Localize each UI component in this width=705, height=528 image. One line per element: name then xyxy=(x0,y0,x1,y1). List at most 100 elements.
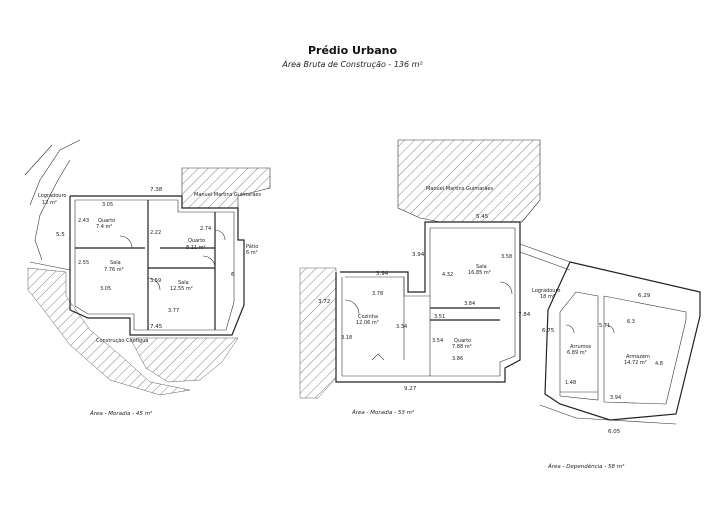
dimension-label: 3.78 xyxy=(372,291,383,297)
dimension-label: 7.45 xyxy=(150,324,163,330)
outer-wall xyxy=(544,261,701,421)
dimension-label: 5.45 xyxy=(476,214,489,220)
neighbor-hatch-area xyxy=(397,139,541,223)
dimension-label: 3.77 xyxy=(168,308,179,314)
page-title: Prédio Urbano xyxy=(307,44,398,57)
room-label: Sala xyxy=(178,280,189,286)
boundary-line xyxy=(539,404,577,419)
dimension-label: 7.84 xyxy=(518,312,531,318)
connection-line xyxy=(519,251,571,271)
dimension-label: 6.05 xyxy=(608,429,621,435)
room-area: 7.76 m² xyxy=(104,267,124,273)
room-label: Logradouro xyxy=(532,288,560,294)
dimension-label: 2.74 xyxy=(200,226,211,232)
room-area: 18 m² xyxy=(540,294,555,300)
room-label: Quarto xyxy=(188,238,205,244)
room-label: Construção Contígua xyxy=(96,337,148,344)
neighbor-label: Manuel Martins Guimarães xyxy=(426,186,493,192)
dimension-label: 2.22 xyxy=(150,230,161,236)
plan-caption: Área - Moradia - 53 m² xyxy=(351,409,415,416)
dimension-label: 3.34 xyxy=(396,324,407,330)
dimension-label: 6.3 xyxy=(627,319,635,325)
neighbor-hatch-area xyxy=(181,167,271,209)
room-area: 7.4 m² xyxy=(96,224,112,230)
plan-caption: Área - Moradia - 45 m² xyxy=(89,410,153,417)
room-area: 7.88 m² xyxy=(452,344,472,350)
inner-wall xyxy=(559,291,599,401)
inner-wall xyxy=(341,227,516,377)
dimension-label: 9.27 xyxy=(404,386,417,392)
room-area: 12.06 m² xyxy=(356,320,379,326)
room-area: 12 m² xyxy=(42,200,57,206)
boundary-line xyxy=(29,261,71,271)
bottom-hatch-area xyxy=(129,337,239,383)
door-swing xyxy=(371,353,385,361)
dimension-label: 2.43 xyxy=(78,218,89,224)
door-swing xyxy=(344,299,360,315)
dimension-label: 3.94 xyxy=(412,252,425,258)
door-swing xyxy=(605,324,615,334)
dimension-label: 6.75 xyxy=(542,328,555,334)
room-label: Logradouro xyxy=(38,193,66,199)
dimension-label: 3.72 xyxy=(318,299,330,305)
inner-wall xyxy=(603,295,687,405)
door-swing xyxy=(214,229,226,241)
room-area: 6.89 m² xyxy=(567,350,587,356)
dimension-label: 2.55 xyxy=(78,260,89,266)
dimension-label: 4.32 xyxy=(442,272,453,278)
room-label: Cozinha xyxy=(358,314,378,320)
door-swing xyxy=(147,277,161,291)
dimension-label: 4.8 xyxy=(655,361,663,367)
dimension-label: 3.94 xyxy=(610,395,621,401)
inner-wall xyxy=(74,199,235,331)
boundary-line xyxy=(24,144,53,176)
outer-wall xyxy=(335,221,521,383)
door-swing xyxy=(499,281,513,295)
room-area: 6 m² xyxy=(246,250,258,256)
dimension-label: 5.71 xyxy=(599,323,610,329)
dimension-label: 3.58 xyxy=(501,254,512,260)
room-label: Armazém xyxy=(626,353,650,360)
door-swing xyxy=(202,255,216,269)
dimension-label: 3.86 xyxy=(452,356,463,362)
boundary-line xyxy=(29,139,81,206)
dimension-label: 3.18 xyxy=(341,335,352,341)
dimension-label: 6 xyxy=(231,272,235,278)
dimension-label: 5.5 xyxy=(56,232,65,238)
boundary-line xyxy=(34,159,71,261)
room-area: 8.11 m² xyxy=(186,245,206,251)
neighbor-label: Manuel Martins Guimarães xyxy=(194,192,261,198)
plan-moradia-1: Manuel Martins Guimarães Logradouro 12 xyxy=(24,139,271,417)
page-subtitle: Área Bruta de Construção - 136 m² xyxy=(282,60,423,69)
left-hatch-area xyxy=(27,267,191,396)
room-label: Arrumos xyxy=(570,344,592,350)
dimension-label: 6.29 xyxy=(638,293,651,299)
dimension-label: 7.38 xyxy=(150,187,163,193)
room-area: 14.72 m² xyxy=(624,360,647,366)
dimension-label: 3.05 xyxy=(100,286,111,292)
outer-wall xyxy=(69,195,245,336)
room-label: Quarto xyxy=(454,338,471,344)
dimension-label: 1.48 xyxy=(565,380,576,386)
room-label: Sala xyxy=(476,264,487,270)
dimension-label: 3.94 xyxy=(376,271,389,277)
room-area: 16.85 m² xyxy=(468,270,491,276)
dimension-label: 3.51 xyxy=(434,314,445,320)
room-label: Sala xyxy=(110,260,121,266)
room-label: Quarto xyxy=(98,218,115,224)
room-label: Pátio xyxy=(246,243,258,250)
dimension-label: 3.54 xyxy=(432,338,443,344)
dimension-label: 3.05 xyxy=(102,202,113,208)
connection-line xyxy=(519,243,571,263)
dimension-label: 3.59 xyxy=(150,278,161,284)
door-swing xyxy=(565,324,575,334)
room-area: 12.55 m² xyxy=(170,286,193,292)
plan-dependencia: Logradouro 18 m² Arrumos 6.89 m² Armazém… xyxy=(532,261,701,470)
door-swing xyxy=(119,235,133,249)
dimension-label: 3.84 xyxy=(464,301,475,307)
boundary-line xyxy=(575,417,677,425)
plan-moradia-2: Manuel Martins Guimarães Sala 16.85 m² C… xyxy=(299,139,571,416)
left-hatch-area xyxy=(299,267,337,399)
